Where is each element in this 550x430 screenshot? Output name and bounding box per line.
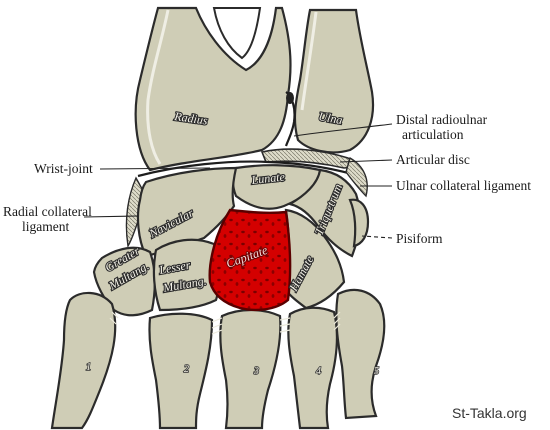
leader-lines xyxy=(83,123,393,239)
metacarpal-5 xyxy=(335,288,386,420)
label-articular-disc: Articular disc xyxy=(396,152,470,167)
leader-articular-disc xyxy=(339,159,393,163)
lunate-label: Lunate xyxy=(250,170,286,188)
ulna-cortex xyxy=(300,11,318,111)
leader-radial-collateral xyxy=(83,215,139,218)
label-wrist-joint: Wrist-joint xyxy=(34,161,93,176)
radioulnar-joint-cavity xyxy=(286,92,294,104)
metacarpal-number-5: 5 xyxy=(374,366,379,377)
metacarpal-2 xyxy=(148,312,214,430)
leader-wrist-joint xyxy=(99,167,211,170)
metacarpal-numbers: 1 2 3 4 5 xyxy=(85,361,380,378)
metacarpal-number-1: 1 xyxy=(86,362,91,373)
ulna-bone xyxy=(293,8,375,154)
radius-label: Radius xyxy=(173,109,209,128)
bones xyxy=(50,6,386,430)
metacarpal-4 xyxy=(287,306,339,430)
label-distal-radioulnar-1: Distal radioulnar xyxy=(396,112,488,127)
leader-distal-radioulnar xyxy=(293,123,393,137)
ulna-label: Ulna xyxy=(317,109,343,127)
label-distal-radioulnar-2: articulation xyxy=(402,127,464,142)
metacarpal-3 xyxy=(219,308,282,430)
leader-pisiform xyxy=(361,235,393,239)
label-radial-collateral-2: ligament xyxy=(22,219,69,234)
metacarpal-number-4: 4 xyxy=(316,366,321,377)
capitate-bone xyxy=(208,208,292,312)
pisiform-bone xyxy=(348,198,370,248)
intermetacarpal-ligaments xyxy=(109,311,341,335)
greater-multangular-bone xyxy=(92,246,156,317)
radius-bone xyxy=(134,6,292,172)
callout-labels: Distal radioulnar articulation Articular… xyxy=(3,112,531,246)
triquetrum-bone xyxy=(287,168,361,258)
metacarpal-1 xyxy=(50,291,117,430)
metacarpal-number-3: 3 xyxy=(253,366,259,377)
label-radial-collateral-1: Radial collateral xyxy=(3,204,92,219)
navicular-bone xyxy=(136,166,238,258)
radius-inner-notch xyxy=(212,7,262,60)
lesser-multangular-bone xyxy=(152,238,221,312)
watermark: St-Takla.org xyxy=(452,405,527,421)
radius-cortex xyxy=(146,9,170,165)
lesser-multangular-label-1: Lesser xyxy=(157,258,192,277)
label-ulnar-collateral: Ulnar collateral ligament xyxy=(396,178,531,193)
metacarpal-number-2: 2 xyxy=(184,364,189,375)
label-pisiform: Pisiform xyxy=(396,231,443,246)
